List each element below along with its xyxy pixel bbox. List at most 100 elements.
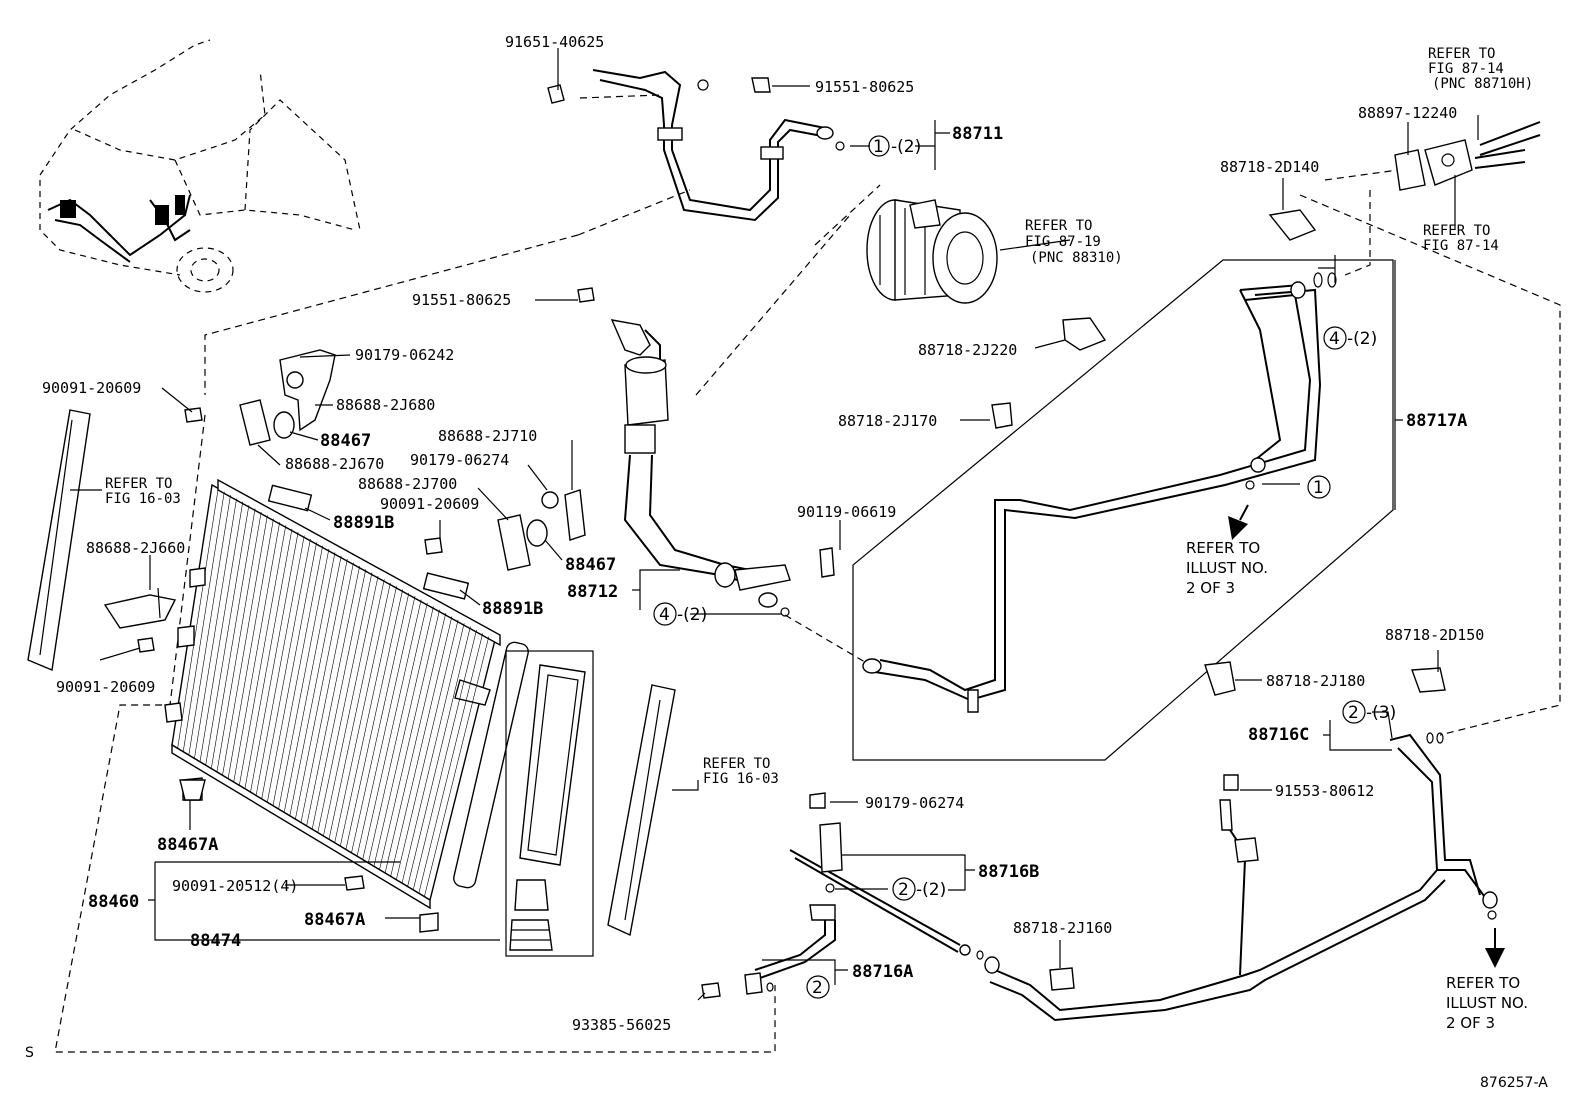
svg-text:FIG 87-19: FIG 87-19: [1025, 234, 1101, 250]
callout-88891b-b: 88891B: [482, 599, 543, 619]
callout-88718-2d150: 88718-2D150: [1385, 626, 1484, 644]
callout-91651-40625: 91651-40625: [505, 33, 604, 51]
callout-91551-80625-b: 91551-80625: [412, 291, 511, 309]
cushion-88891b-a: [267, 484, 313, 512]
callout-88688-2j710: 88688-2J710: [438, 427, 537, 445]
callout-88474: 88474: [190, 931, 241, 951]
callout-88718-2j170: 88718-2J170: [838, 412, 937, 430]
callout-90091-20609-a: 90091-20609: [42, 379, 141, 397]
svg-text:REFER TO: REFER TO: [1025, 218, 1092, 234]
oring-qty: -(2): [916, 880, 946, 900]
oring-num: 4: [1329, 329, 1340, 349]
callout-91551-80625-a: 91551-80625: [815, 78, 914, 96]
clamp-88718-2j160: [1049, 967, 1075, 991]
callout-88716b: 88716B: [978, 862, 1039, 882]
callout-88688-2j700: 88688-2J700: [358, 475, 457, 493]
refer-fig-16-03-left: REFER TO FIG 16-03: [105, 476, 181, 507]
pipe-88716a: [701, 904, 836, 999]
callout-88460: 88460: [88, 892, 139, 912]
bolt-90091-20609-c: [137, 637, 155, 653]
pipe-88717a: [862, 272, 1337, 713]
svg-text:ILLUST NO.: ILLUST NO.: [1186, 559, 1268, 577]
svg-text:FIG 16-03: FIG 16-03: [105, 491, 181, 507]
oring-note-88711: 1 -(2): [868, 135, 921, 157]
cushion-88891b-b: [422, 572, 470, 600]
svg-text:2 OF 3: 2 OF 3: [1446, 1014, 1495, 1032]
callout-88718-2d140: 88718-2D140: [1220, 158, 1319, 176]
oring-note-88712: 4 -(2): [653, 602, 707, 626]
callout-90091-20512: 90091-20512(4): [172, 877, 298, 895]
clamp-88718-2j220: [1062, 317, 1107, 351]
clamp-88718-2j180: [1204, 661, 1236, 696]
pipe-88716c: [989, 732, 1498, 1022]
clamp-88718-2d150: [1411, 667, 1446, 693]
condenser: [164, 478, 529, 933]
oring-note-88717a-1: 1: [1307, 475, 1331, 499]
oring-note-88716a: 2: [806, 975, 830, 999]
callout-labels: 91651-40625 91551-80625 88711 91551-8062…: [42, 33, 1484, 1034]
illustration-id: 876257-A: [1480, 1075, 1548, 1091]
svg-text:REFER TO: REFER TO: [1446, 974, 1520, 992]
oring-qty: -(2): [891, 137, 921, 157]
callout-90179-06274-a: 90179-06274: [410, 451, 509, 469]
callout-88711: 88711: [952, 124, 1003, 144]
callout-88467a-a: 88467A: [157, 835, 218, 855]
bracket-88688-2j700: [497, 514, 548, 571]
oring-note-88716c: 2 -(3): [1342, 700, 1396, 724]
svg-text:ILLUST NO.: ILLUST NO.: [1446, 994, 1528, 1012]
svg-text:FIG 87-14: FIG 87-14: [1428, 61, 1504, 77]
seal-right: [607, 684, 676, 937]
callout-90091-20609-c: 90091-20609: [56, 678, 155, 696]
callout-88891b-a: 88891B: [333, 513, 394, 533]
svg-text:REFER TO: REFER TO: [703, 756, 770, 772]
oring-note-88717a-4: 4 -(2): [1323, 326, 1377, 350]
callout-88688-2j680: 88688-2J680: [336, 396, 435, 414]
88717a-assembly-outline: [852, 259, 1394, 761]
callout-leaders: [70, 48, 1479, 1001]
vehicle-locator-illustration: [39, 39, 361, 293]
callout-88467a-b: 88467A: [304, 910, 365, 930]
callout-88716a: 88716A: [852, 962, 913, 982]
oring-num: 1: [873, 137, 884, 157]
svg-text:REFER TO: REFER TO: [1186, 539, 1260, 557]
oring-num: 1: [1313, 478, 1324, 498]
svg-text:FIG 16-03: FIG 16-03: [703, 771, 779, 787]
seal-left: [27, 409, 91, 671]
compressor: [866, 199, 998, 304]
refer-fig-87-14-bottom: REFER TO FIG 87-14: [1423, 223, 1499, 254]
callout-88467-a: 88467: [320, 431, 371, 451]
oring-num: 2: [898, 880, 909, 900]
clamp-88718-2j170: [991, 402, 1013, 429]
grommet-88467a-a: [179, 779, 206, 801]
oring-num: 2: [812, 978, 823, 998]
oring-qty: -(2): [1347, 329, 1377, 349]
callout-90179-06274-b: 90179-06274: [865, 794, 964, 812]
callout-88688-2j670: 88688-2J670: [285, 455, 384, 473]
receiver-kit-88474: [505, 650, 594, 957]
svg-text:2 OF 3: 2 OF 3: [1186, 579, 1235, 597]
callout-88688-2j660: 88688-2J660: [86, 539, 185, 557]
callout-88718-2j180: 88718-2J180: [1266, 672, 1365, 690]
bracket-88688-2j670: [239, 399, 295, 446]
callout-88718-2j160: 88718-2J160: [1013, 919, 1112, 937]
bolt-90091-20512: [344, 875, 365, 891]
svg-text:REFER TO: REFER TO: [105, 476, 172, 492]
arrow-to-illust-a: [1228, 504, 1249, 540]
bolt-90091-20609-b: [424, 537, 443, 555]
expansion-valve-plate: [1394, 121, 1541, 191]
svg-text:(PNC 88710H): (PNC 88710H): [1432, 76, 1533, 92]
callout-88712: 88712: [567, 582, 618, 602]
oring-num: 4: [659, 605, 670, 625]
pipe-88711: [547, 69, 845, 222]
assembly-boundary-lines: [54, 169, 1561, 1053]
callout-88467-b: 88467: [565, 555, 616, 575]
bracket-88688-2j660: [103, 587, 177, 629]
svg-text:REFER TO: REFER TO: [1428, 46, 1495, 62]
pipe-88712: [577, 287, 835, 617]
refer-fig-87-14-top: REFER TO FIG 87-14 (PNC 88710H): [1428, 46, 1533, 92]
svg-text:(PNC 88310): (PNC 88310): [1030, 250, 1123, 266]
refer-fig-87-19: REFER TO FIG 87-19 (PNC 88310): [1025, 218, 1123, 266]
callout-88718-2j220: 88718-2J220: [918, 341, 1017, 359]
oring-note-88716b: 2 -(2): [892, 877, 946, 901]
